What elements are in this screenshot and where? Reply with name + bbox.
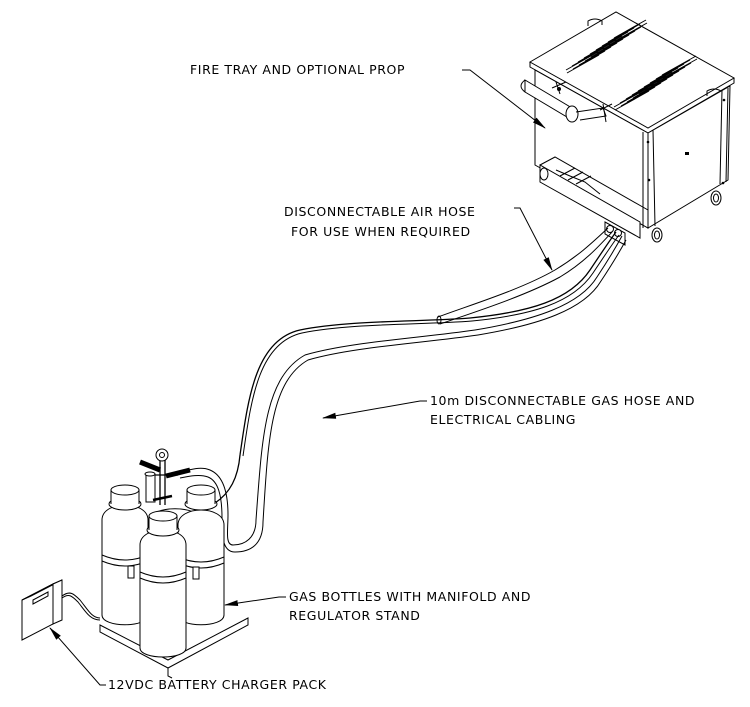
label-air-hose-line2: FOR USE WHEN REQUIRED [291, 224, 471, 239]
label-gas-bottles-line1: GAS BOTTLES WITH MANIFOLD AND [289, 589, 531, 604]
label-charger: 12VDC BATTERY CHARGER PACK [108, 677, 327, 692]
side-port [685, 152, 689, 155]
bottle-front [139, 510, 187, 658]
battery-charger [21, 579, 101, 641]
leader-lines [49, 69, 553, 686]
label-gas-hose-line1: 10m DISCONNECTABLE GAS HOSE AND [430, 393, 695, 408]
charger-display [32, 591, 49, 605]
fire-tray [520, 11, 736, 246]
manifold-regulator [139, 448, 191, 505]
vent-slots-left [565, 19, 648, 74]
bottle-left [101, 484, 149, 626]
gas-bottles [99, 448, 249, 679]
castor [539, 167, 722, 243]
label-gas-bottles-line2: REGULATOR STAND [289, 608, 421, 623]
label-fire-tray: FIRE TRAY AND OPTIONAL PROP [190, 62, 405, 77]
vent-slots-right [613, 55, 698, 111]
gas-hose [179, 231, 627, 553]
label-gas-hose-line2: ELECTRICAL CABLING [430, 412, 576, 427]
label-air-hose-line1: DISCONNECTABLE AIR HOSE [284, 204, 476, 219]
bottle-right [177, 484, 225, 626]
optional-prop [520, 79, 613, 123]
